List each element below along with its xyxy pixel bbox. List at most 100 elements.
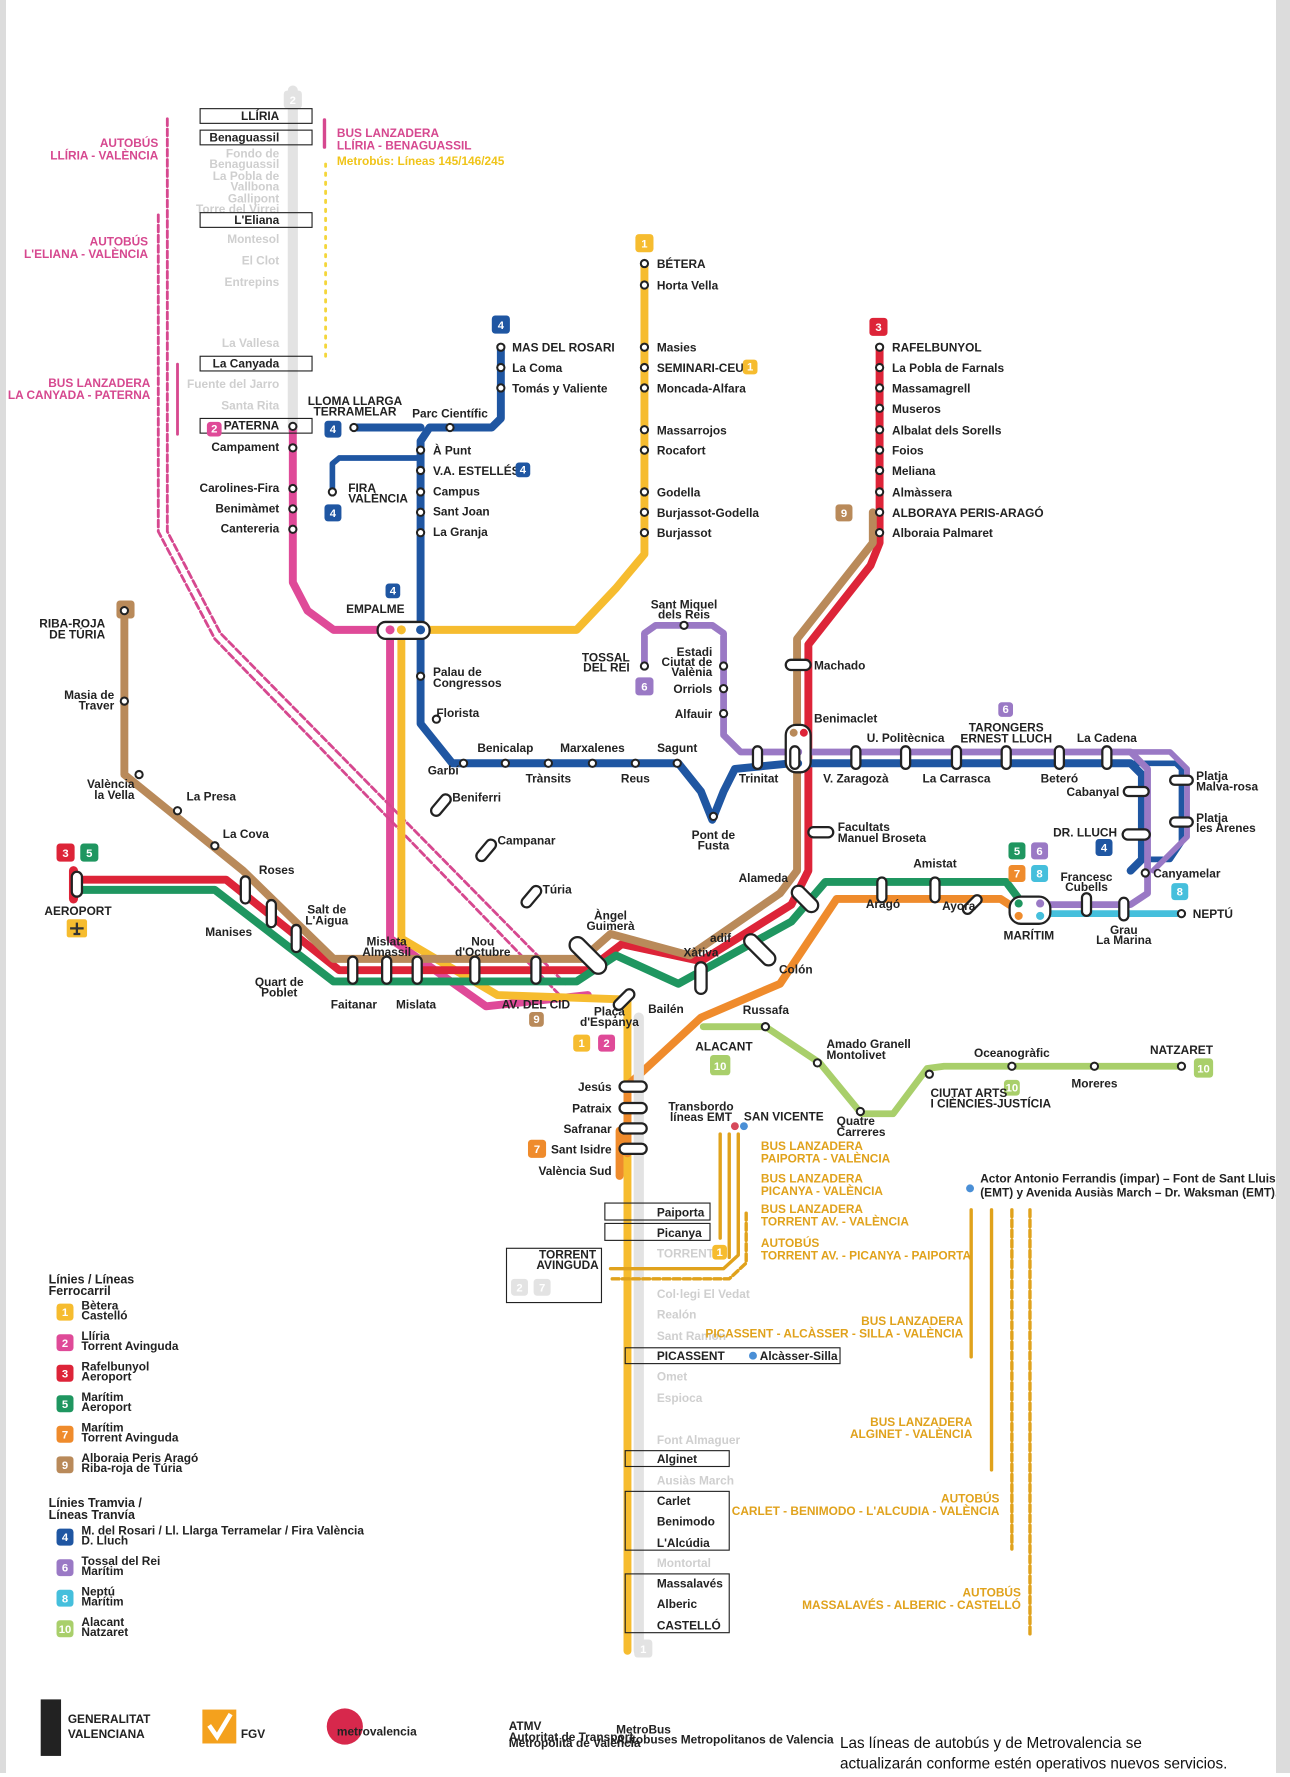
line-9-stop[interactable] — [210, 841, 220, 851]
line-4-stop[interactable] — [500, 758, 511, 768]
line-1-stop[interactable] — [639, 487, 650, 497]
line-6-stop[interactable] — [1140, 868, 1150, 878]
arago-stop[interactable] — [876, 876, 888, 904]
neptu-stop[interactable] — [1176, 908, 1187, 919]
cubells-stop[interactable] — [1080, 892, 1093, 918]
angel-guimera-interchange[interactable] — [566, 934, 609, 977]
drlluch-stop[interactable] — [1121, 828, 1151, 841]
tram-stop[interactable] — [789, 745, 801, 771]
line-3-stop[interactable] — [874, 507, 885, 517]
line-4-stop[interactable] — [496, 342, 506, 352]
line-9-stop[interactable] — [119, 606, 130, 616]
line-10-stop[interactable] — [1176, 1061, 1187, 1071]
line-1-stop[interactable] — [639, 445, 650, 455]
tram-stop[interactable] — [751, 745, 764, 771]
line-4-stop[interactable] — [458, 758, 469, 768]
machado-stop[interactable] — [784, 658, 812, 672]
malvarosa-stop[interactable] — [1169, 774, 1194, 786]
line-1-stop[interactable] — [639, 507, 650, 517]
tram-stop[interactable] — [850, 745, 862, 771]
line-4-stop[interactable] — [543, 758, 553, 768]
cabanyal-stop[interactable] — [1122, 785, 1150, 798]
line-1-stop[interactable] — [639, 342, 650, 352]
line-3-stop[interactable] — [874, 342, 885, 352]
tram-stop[interactable] — [1101, 745, 1113, 771]
line-4-stop[interactable] — [415, 507, 426, 517]
line-9-stop[interactable] — [119, 696, 130, 706]
interchange-marker[interactable] — [347, 955, 359, 985]
line-4-stop[interactable] — [327, 487, 338, 497]
line-4-stop[interactable] — [415, 527, 426, 538]
line-3-stop[interactable] — [874, 527, 885, 538]
line-2-stop[interactable] — [288, 524, 298, 534]
line-4-stop[interactable] — [415, 487, 426, 497]
aeroport-stop[interactable] — [70, 870, 84, 898]
line-3-stop[interactable] — [874, 383, 885, 393]
south-stop[interactable] — [618, 1101, 648, 1115]
placa-espanya-stop[interactable] — [612, 987, 637, 1012]
line-4-stop[interactable] — [587, 758, 598, 768]
interchange-marker[interactable] — [411, 955, 423, 985]
line-4-stop[interactable] — [415, 465, 426, 476]
turia-stop[interactable] — [519, 884, 543, 910]
interchange-marker[interactable] — [290, 923, 302, 954]
line-4-stop[interactable] — [431, 714, 442, 724]
line-2-stop[interactable] — [288, 443, 298, 453]
grau-stop[interactable] — [1118, 896, 1130, 922]
line-3-stop[interactable] — [874, 425, 885, 435]
line-9-stop[interactable] — [134, 769, 144, 780]
line-1-stop[interactable] — [639, 362, 650, 373]
south-stop[interactable] — [618, 1142, 648, 1156]
line-10-stop[interactable] — [760, 1022, 771, 1032]
line-4-stop[interactable] — [630, 758, 641, 768]
interchange-marker[interactable] — [469, 955, 481, 985]
tram-stop[interactable] — [950, 745, 963, 771]
south-stop[interactable] — [618, 1080, 648, 1093]
arenes-stop[interactable] — [1169, 816, 1194, 828]
line-6-stop[interactable] — [718, 708, 729, 719]
line-4-stop[interactable] — [496, 362, 506, 373]
line-6-stop[interactable] — [679, 620, 689, 630]
xativa-interchange[interactable] — [694, 961, 708, 996]
interchange-marker[interactable] — [265, 898, 277, 929]
line-3-stop[interactable] — [874, 465, 885, 476]
line-10-stop[interactable] — [1089, 1061, 1100, 1071]
line-10-stop[interactable] — [924, 1069, 934, 1079]
line-4-stop[interactable] — [349, 422, 359, 433]
tram-stop[interactable] — [1053, 745, 1066, 771]
line-4-stop[interactable] — [415, 445, 426, 455]
line-3-stop[interactable] — [874, 445, 885, 455]
line-6-stop[interactable] — [718, 684, 729, 694]
line-4-stop[interactable] — [445, 422, 455, 433]
line-4-stop[interactable] — [708, 811, 719, 822]
line-1-stop[interactable] — [639, 425, 650, 435]
line-10-stop[interactable] — [1007, 1061, 1017, 1071]
line-3-stop[interactable] — [874, 487, 885, 497]
beniferri-stop[interactable] — [429, 792, 453, 818]
alameda-interchange[interactable] — [789, 883, 821, 915]
right-scrollbar[interactable] — [1276, 0, 1290, 1773]
interchange-marker[interactable] — [381, 955, 393, 985]
line-2-stop[interactable] — [288, 421, 298, 431]
line-1-stop[interactable] — [639, 258, 650, 269]
interchange-marker[interactable] — [239, 875, 251, 905]
line-9-stop[interactable] — [172, 806, 183, 816]
amistat-stop[interactable] — [929, 876, 941, 904]
line-6-stop[interactable] — [718, 661, 729, 671]
line-1-stop[interactable] — [639, 527, 650, 538]
ayora-stop[interactable] — [961, 893, 983, 916]
line-2-stop[interactable] — [288, 504, 298, 514]
line-2-stop[interactable] — [288, 483, 298, 494]
line-4-stop[interactable] — [496, 383, 506, 393]
tram-stop[interactable] — [899, 745, 912, 771]
south-stop[interactable] — [618, 1122, 648, 1135]
interchange-marker[interactable] — [530, 955, 542, 985]
line-3-stop[interactable] — [874, 403, 885, 413]
tram-stop[interactable] — [1000, 745, 1012, 771]
line-1-stop[interactable] — [639, 280, 650, 290]
line-6-stop[interactable] — [639, 661, 650, 671]
line-1-stop[interactable] — [639, 383, 650, 393]
line-3-stop[interactable] — [874, 362, 885, 373]
line-10-stop[interactable] — [812, 1058, 823, 1068]
line-4-stop[interactable] — [415, 671, 426, 681]
